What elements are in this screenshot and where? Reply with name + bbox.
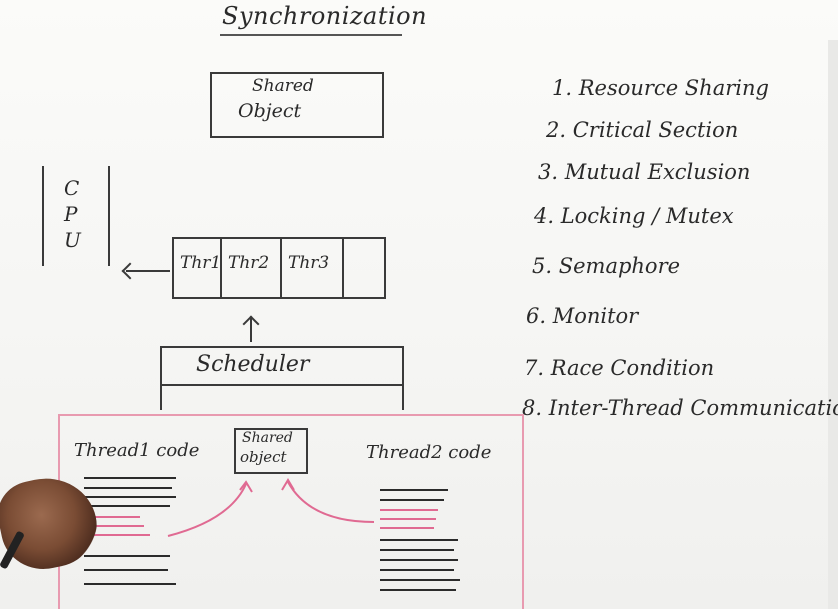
cpu-box: C P U xyxy=(42,166,110,266)
board-edge xyxy=(828,40,838,609)
topic-item: 8. Inter-Thread Communicatio xyxy=(522,396,838,420)
thread1-code-label: Thread1 code xyxy=(74,440,200,461)
shared-object-label-line2: Object xyxy=(238,100,302,122)
scheduler-label: Scheduler xyxy=(196,352,310,377)
thread-queue: Thr1 Thr2 Thr3 xyxy=(172,237,386,299)
thread-cell-2: Thr2 xyxy=(222,239,282,297)
topic-item: 7. Race Condition xyxy=(524,356,715,380)
cpu-letter-u: U xyxy=(64,228,81,252)
topic-item: 3. Mutual Exclusion xyxy=(538,160,751,184)
shared-object-box: Shared Object xyxy=(210,72,384,138)
topic-item: 2. Critical Section xyxy=(546,118,739,142)
thread-label-1: Thr1 xyxy=(180,253,222,273)
cpu-letter-p: P xyxy=(64,202,78,226)
shared-mini-line2: object xyxy=(240,448,287,466)
scheduler-divider xyxy=(160,384,404,386)
topic-item: 1. Resource Sharing xyxy=(552,76,769,100)
scheduler-box: Scheduler xyxy=(160,346,404,410)
thread-label-3: Thr3 xyxy=(288,253,330,273)
board-title: Synchronization xyxy=(222,2,428,30)
shared-object-label-line1: Shared xyxy=(252,76,314,96)
shared-mini-line1: Shared xyxy=(242,430,293,446)
topic-item: 6. Monitor xyxy=(526,304,639,328)
thread-cell-1: Thr1 xyxy=(174,239,222,297)
title-underline xyxy=(220,34,402,36)
topic-item: 4. Locking / Mutex xyxy=(534,204,734,228)
topic-item: 5. Semaphore xyxy=(532,254,681,278)
cpu-letter-c: C xyxy=(64,176,80,200)
shared-object-mini-box: Shared object xyxy=(234,428,308,474)
arrow-to-cpu xyxy=(126,270,170,272)
thread2-code-label: Thread2 code xyxy=(366,442,492,463)
arrow-scheduler-to-queue xyxy=(250,318,252,342)
thread-cell-3: Thr3 xyxy=(282,239,344,297)
thread-label-2: Thr2 xyxy=(228,253,270,273)
